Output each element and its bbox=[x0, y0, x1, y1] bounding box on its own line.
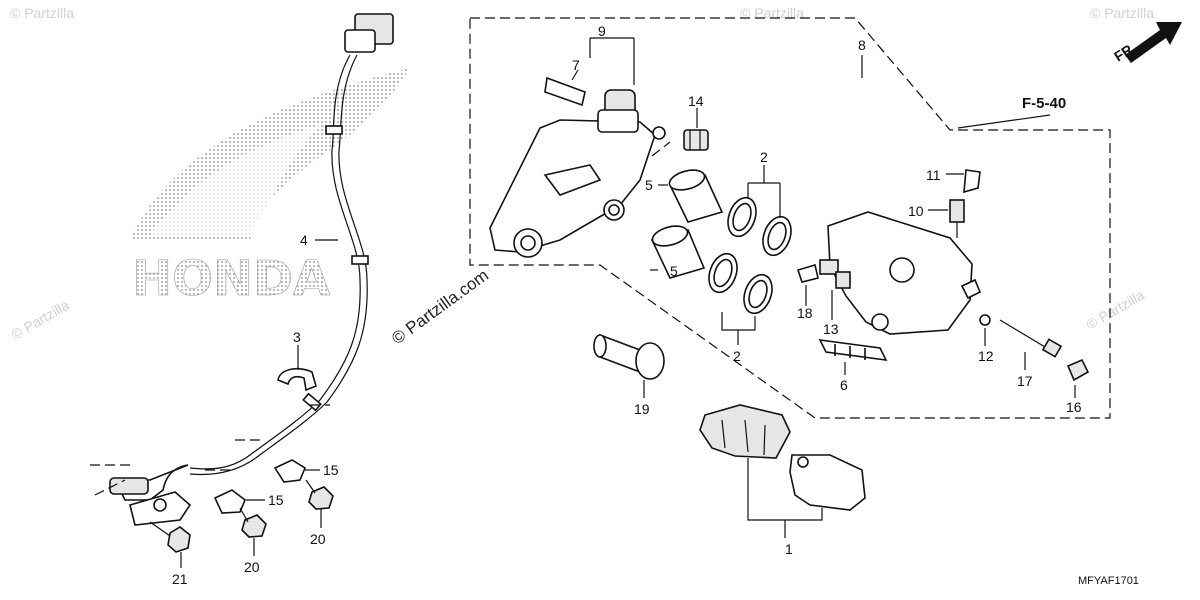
watermark-top-right: © Partzilla bbox=[1090, 5, 1154, 21]
callout-7: 7 bbox=[572, 57, 580, 73]
callout-21: 21 bbox=[172, 571, 188, 587]
caliper-pin-bolt bbox=[819, 259, 851, 289]
watermark-left: © Partzilla bbox=[9, 297, 73, 343]
diagram-code: MFYAF1701 bbox=[1078, 575, 1139, 587]
pad-pin bbox=[999, 319, 1063, 358]
watermark-right: © Partzilla bbox=[1084, 287, 1148, 333]
callout-17: 17 bbox=[1017, 373, 1033, 389]
pin-o-ring bbox=[979, 314, 991, 326]
clip-bolt-right bbox=[305, 479, 334, 510]
abs-sensor-harness bbox=[189, 13, 394, 476]
callout-15-lower: 15 bbox=[268, 492, 284, 508]
callout-15-upper: 15 bbox=[323, 462, 339, 478]
wire-clip-upper bbox=[273, 459, 307, 483]
callout-5-upper: 5 bbox=[645, 177, 653, 193]
piston-seal-set-upper bbox=[727, 196, 792, 257]
slide-pin-plug bbox=[796, 263, 819, 283]
callout-1: 1 bbox=[785, 541, 793, 557]
pad-spring bbox=[818, 339, 888, 361]
brake-pad-outer bbox=[789, 454, 866, 511]
callout-12: 12 bbox=[978, 348, 994, 364]
front-direction-arrow bbox=[1125, 22, 1182, 63]
callout-18: 18 bbox=[797, 305, 813, 321]
caliper-assembly-boundary bbox=[469, 17, 1111, 419]
clip-bolt-left bbox=[239, 507, 267, 538]
callout-16: 16 bbox=[1066, 399, 1082, 415]
callout-20-right: 20 bbox=[310, 531, 326, 547]
sensor-mount-guide-lines bbox=[90, 404, 330, 496]
honda-logo-text: HONDA bbox=[132, 251, 330, 307]
honda-wing-logo: HONDA bbox=[130, 68, 410, 307]
harness-clamp bbox=[277, 367, 317, 392]
pin-bolt-top bbox=[683, 129, 709, 151]
slide-pin-bracket-boot bbox=[597, 89, 639, 133]
callout-20-left: 20 bbox=[244, 559, 260, 575]
callout-2-lower: 2 bbox=[733, 348, 741, 364]
wire-clip-lower bbox=[213, 489, 246, 514]
piston-lower bbox=[650, 225, 706, 279]
watermark-top-center: © Partzilla bbox=[740, 5, 804, 21]
caliper-bracket bbox=[489, 119, 656, 258]
pad-retainer-clip bbox=[544, 76, 586, 107]
callout-2-upper: 2 bbox=[760, 149, 768, 165]
section-reference: F-5-40 bbox=[1022, 95, 1066, 112]
callout-4: 4 bbox=[300, 232, 308, 248]
slide-pin bbox=[593, 333, 665, 380]
watermark-top-left: © Partzilla bbox=[10, 5, 74, 21]
sensor-bolt-lower bbox=[149, 521, 191, 553]
callout-3: 3 bbox=[293, 329, 301, 345]
callout-6: 6 bbox=[840, 377, 848, 393]
boot-guide-line bbox=[651, 141, 671, 157]
callout-14: 14 bbox=[688, 93, 704, 109]
pad-pin-plug bbox=[1066, 358, 1090, 382]
callout-19: 19 bbox=[634, 401, 650, 417]
front-direction-label: FR. bbox=[1111, 39, 1139, 65]
bleeder-screw bbox=[949, 199, 965, 238]
callout-11: 11 bbox=[926, 167, 941, 183]
callout-5-lower: 5 bbox=[670, 263, 678, 279]
piston-seal-set-lower bbox=[708, 252, 773, 315]
piston-upper bbox=[668, 169, 724, 223]
bracket-pin-hole bbox=[652, 126, 666, 140]
callout-9: 9 bbox=[598, 23, 606, 39]
caliper-body bbox=[827, 211, 982, 335]
callout-10: 10 bbox=[908, 203, 924, 219]
callout-8: 8 bbox=[858, 37, 866, 53]
brake-pad-inner bbox=[699, 404, 791, 459]
bleeder-cap bbox=[963, 169, 981, 194]
callout-13: 13 bbox=[823, 321, 839, 337]
abs-wheel-speed-sensor bbox=[109, 464, 192, 526]
callout-leader-lines bbox=[180, 37, 1076, 568]
partzilla-watermark: © Partzilla.com bbox=[388, 266, 492, 349]
